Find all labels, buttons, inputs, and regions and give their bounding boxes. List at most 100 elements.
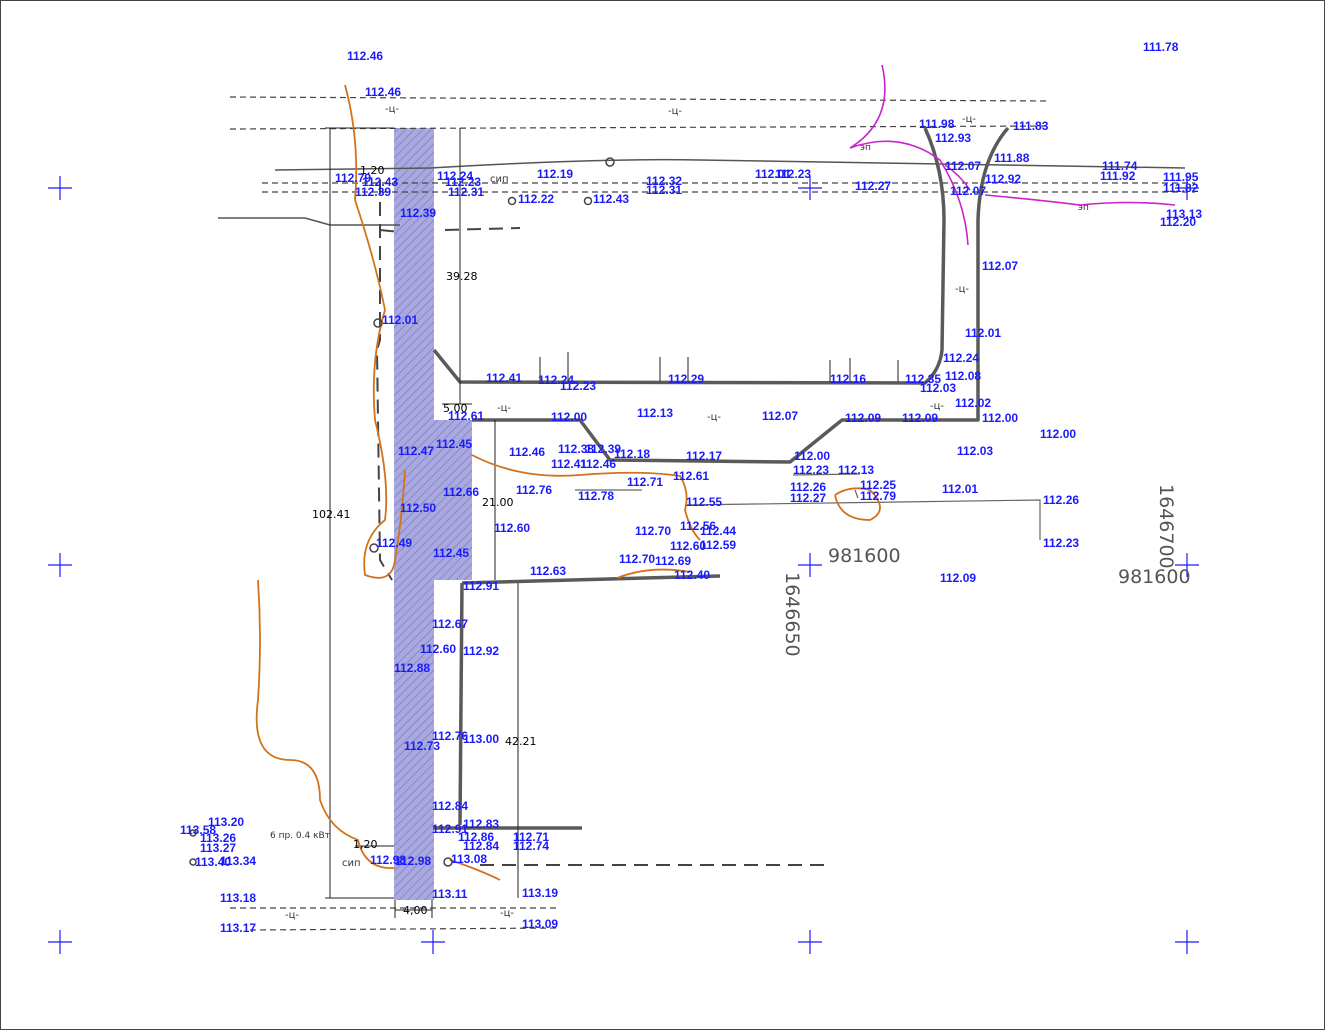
elevation-label: 113.58 <box>180 823 216 837</box>
elevation-label: 112.02 <box>955 396 991 410</box>
elevation-label: 112.24 <box>943 351 979 365</box>
elevation-label: 112.23 <box>445 175 481 189</box>
elevation-label: 112.31 <box>448 185 484 199</box>
elevation-label: 112.13 <box>838 463 874 477</box>
pole-ticks <box>539 352 899 382</box>
elevation-label: 112.61 <box>673 469 709 483</box>
elevation-label: 112.19 <box>537 167 573 181</box>
dim-total-length: 102.41 <box>312 508 351 521</box>
elevation-label: 112.46 <box>365 85 401 99</box>
elevation-label: 113.26 <box>200 831 236 845</box>
elevation-label: 112.26 <box>790 480 826 494</box>
elevation-label: 113.13 <box>1166 207 1202 221</box>
elevation-label: 112.24 <box>538 373 574 387</box>
dimension-lines <box>325 127 519 918</box>
elevation-label: 112.45 <box>436 437 472 451</box>
elevation-label: 113.00 <box>463 732 499 746</box>
coord-x-label: 981600 <box>828 545 901 567</box>
elevation-label: 112.84 <box>432 799 468 813</box>
elevation-label: 113.20 <box>208 815 244 829</box>
elevation-label: 112.98 <box>370 853 406 867</box>
elevation-label: 112.07 <box>762 409 798 423</box>
elevation-label: 113.18 <box>220 891 256 905</box>
grid-crosses <box>48 176 1199 954</box>
elevation-label: 112.86 <box>458 830 494 844</box>
elevation-label: 112.71 <box>513 830 549 844</box>
gas-label-1: эп <box>860 143 871 153</box>
elevation-label: 112.46 <box>509 445 545 459</box>
elevation-label: 112.56 <box>680 519 716 533</box>
dim-offset-top: 1,20 <box>360 164 385 177</box>
elevation-label: 113.34 <box>220 854 256 868</box>
dim-small-width: 5.00 <box>443 402 468 415</box>
elevation-label: 112.13 <box>637 406 673 420</box>
elevation-label: 112.23 <box>793 463 829 477</box>
coord-y-label: 1646650 <box>781 572 803 657</box>
elevation-label: 112.79 <box>860 489 896 503</box>
elevation-label: 112.66 <box>443 485 479 499</box>
elevation-label: 112.01 <box>382 313 418 327</box>
elevation-label: 112.91 <box>463 579 499 593</box>
elevation-label: 112.00 <box>794 449 830 463</box>
elevation-label: 112.27 <box>790 491 826 505</box>
parcel-boundary <box>575 473 1041 540</box>
elevation-label: 111.74 <box>1102 159 1138 173</box>
elevation-label: 112.46 <box>347 49 383 63</box>
elevation-label: 112.08 <box>945 369 981 383</box>
elevation-label: 112.74 <box>513 839 549 853</box>
elevation-label: 112.71 <box>627 475 663 489</box>
elevation-label: 112.07 <box>982 259 1018 273</box>
elevation-label: 112.61 <box>448 409 484 423</box>
elevation-label: 112.31 <box>646 183 682 197</box>
elevation-label: 112.41 <box>551 457 587 471</box>
elevation-label: 111.95 <box>1163 170 1199 184</box>
coord-x-label-right: 981600 <box>1118 566 1191 588</box>
ts-marker-9: -ц- <box>500 908 514 919</box>
elevation-label: 112.67 <box>432 617 468 631</box>
elevation-label: 111.78 <box>1143 40 1179 54</box>
elevation-label: 112.01 <box>965 326 1001 340</box>
elevation-label: 111.92 <box>1100 169 1136 183</box>
dim-upper-offset: 39.28 <box>446 270 478 283</box>
dim-bottom-width: 4,00 <box>403 904 428 917</box>
elevation-label: 112.09 <box>845 411 881 425</box>
cable-sip-top: сип <box>490 174 509 185</box>
ts-marker-7: -ц- <box>930 401 944 412</box>
elevation-label: 112.49 <box>376 536 412 550</box>
ts-marker-6: -ц- <box>707 412 721 423</box>
elevation-label: 111.82 <box>1163 181 1199 195</box>
power-line-top <box>218 158 1186 226</box>
ts-marker-4: -ц- <box>955 284 969 295</box>
elevation-label: 112.63 <box>530 564 566 578</box>
elevation-label: 111.98 <box>919 117 955 131</box>
elevation-label: 112.60 <box>670 539 706 553</box>
elevation-label: 112.60 <box>420 642 456 656</box>
elevation-label: 112.32 <box>646 174 682 188</box>
elevation-label: 112.84 <box>463 839 499 853</box>
elevation-label: 112.07 <box>950 184 986 198</box>
elevation-label: 112.50 <box>400 501 436 515</box>
elevation-label: 112.43 <box>362 175 398 189</box>
elevation-label: 112.98 <box>395 854 431 868</box>
gas-lines <box>849 64 1176 246</box>
elevation-label: 112.46 <box>580 457 616 471</box>
dim-offset-bottom: 1,20 <box>353 838 378 851</box>
elevation-label: 112.39 <box>355 185 391 199</box>
elevation-label: 112.40 <box>674 568 710 582</box>
elevation-labels: 112.46 112.46 111.78 111.98 112.93 111.8… <box>180 40 1202 935</box>
elevation-label: 112.45 <box>433 546 469 560</box>
boundary-lines <box>229 96 1195 931</box>
elevation-label: 112.18 <box>614 447 650 461</box>
coord-y-label-right: 1646700 <box>1155 484 1177 569</box>
elevation-label: 113.11 <box>432 887 468 901</box>
elevation-label: 112.39 <box>400 206 436 220</box>
elevation-label: 112.27 <box>855 179 891 193</box>
elevation-label: 112.17 <box>686 449 722 463</box>
road-band-side <box>434 420 472 580</box>
power-line-label: 6 пр. 0.4 кВт <box>270 831 330 841</box>
elevation-label: 111.88 <box>994 151 1030 165</box>
elevation-label: 112.93 <box>935 131 971 145</box>
contour-lines <box>255 84 881 881</box>
elevation-label: 112.01 <box>755 167 791 181</box>
